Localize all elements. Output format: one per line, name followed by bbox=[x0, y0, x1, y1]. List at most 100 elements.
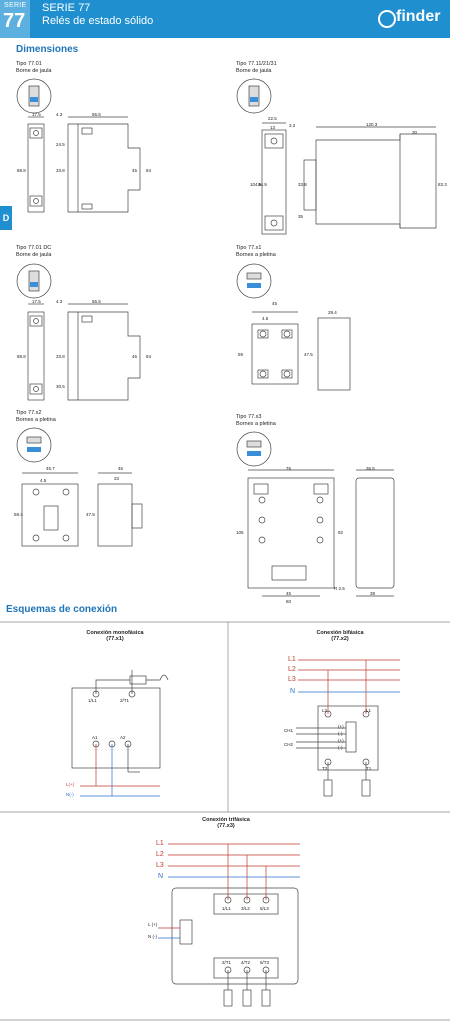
dim-text: 29.4 bbox=[328, 310, 337, 315]
block-type: Tipo 77.11/21/31 bbox=[236, 61, 277, 67]
dim-text: 45.7 bbox=[46, 466, 55, 471]
dim-text: R 2.5 bbox=[334, 586, 345, 591]
dim-text: 33 bbox=[114, 476, 120, 481]
term-label: 6/T3 bbox=[260, 960, 270, 965]
dim-text: 84 bbox=[146, 354, 152, 359]
conn-sub-text: (77.x2) bbox=[331, 636, 349, 642]
conn-title-text: Conexión monofásica bbox=[86, 630, 144, 636]
block-label-77-x3: Tipo 77.x3 Bornes a pletina bbox=[236, 414, 276, 428]
pol-label: (-) bbox=[338, 731, 343, 736]
dim-text: 94.9 bbox=[258, 182, 267, 187]
nminus-label: N(-) bbox=[66, 792, 74, 797]
dim-text: 30 bbox=[412, 130, 418, 135]
dim-text: 45 bbox=[286, 591, 292, 596]
block-label-77-x1: Tipo 77.x1 Bornes a pletina bbox=[236, 245, 276, 259]
term-label: T2 bbox=[322, 766, 328, 771]
terminal-icon-4 bbox=[236, 263, 272, 299]
line-l2: L2 bbox=[288, 666, 296, 673]
dim-text: 47.5 bbox=[304, 352, 313, 357]
terminal-icon-5 bbox=[16, 427, 52, 463]
dim-text: 13 bbox=[270, 125, 276, 130]
term-label: A1 bbox=[92, 735, 98, 740]
term-label: 2/T1 bbox=[120, 698, 130, 703]
dim-text: 4.3 bbox=[56, 299, 63, 304]
term-label: 1/L1 bbox=[222, 906, 231, 911]
dim-text: 4.5 bbox=[40, 478, 47, 483]
dim-text: 33.8 bbox=[56, 168, 65, 173]
dim-text: 120.3 bbox=[366, 122, 378, 127]
term-label: 1/L1 bbox=[88, 698, 97, 703]
line-n: N bbox=[290, 688, 296, 695]
terminal-icon-2 bbox=[236, 78, 272, 114]
wiring-title: Esquemas de conexión bbox=[6, 604, 118, 615]
dim-text: 35 bbox=[298, 214, 304, 219]
dim-text: 17.5 bbox=[32, 112, 41, 117]
conn-sub-text: (77.x1) bbox=[106, 636, 124, 642]
conn-title-text: Conexión trifásica bbox=[202, 817, 250, 823]
block-term: Borne de jaula bbox=[236, 68, 272, 74]
dim-text: 3.2 bbox=[289, 123, 296, 128]
dim-text: 46 bbox=[118, 466, 124, 471]
nminus-label: N (-) bbox=[148, 934, 157, 939]
dim-text: 45 bbox=[132, 354, 138, 359]
header-subtitle: Relés de estado sólido bbox=[42, 15, 154, 27]
finder-logo: finder bbox=[396, 8, 441, 25]
mono-title: Conexión monofásica (77.x1) bbox=[60, 630, 170, 642]
block-type: Tipo 77.01 DC bbox=[16, 245, 52, 251]
dim-text: 30.5 bbox=[56, 384, 65, 389]
terminal-icon-6 bbox=[236, 431, 272, 467]
block-type: Tipo 77.01 bbox=[16, 61, 42, 67]
page-header: SERIE 77 SERIE 77 Relés de estado sólido… bbox=[0, 0, 450, 38]
term-label: 3/L2 bbox=[241, 906, 250, 911]
dim-text: 56.5 bbox=[92, 112, 101, 117]
line-l3: L3 bbox=[156, 862, 164, 869]
block-term: Bornes a pletina bbox=[16, 417, 56, 423]
block-term: Bornes a pletina bbox=[236, 252, 276, 258]
finder-logo-icon bbox=[378, 10, 396, 28]
pol-label: (-) bbox=[338, 745, 343, 750]
term-label: T1 bbox=[366, 766, 372, 771]
line-l1: L1 bbox=[288, 656, 296, 663]
conn-sub-text: (77.x3) bbox=[217, 823, 235, 829]
terminal-icon-1 bbox=[16, 78, 52, 114]
dim-text: 38 bbox=[370, 591, 376, 596]
line-l1: L1 bbox=[156, 840, 164, 847]
block-type: Tipo 77.x2 bbox=[16, 410, 42, 416]
dim-text: 33.8 bbox=[56, 354, 65, 359]
dim-text: 45 bbox=[132, 168, 138, 173]
term-label: 5/L3 bbox=[260, 906, 269, 911]
serie-number: 77 bbox=[3, 10, 26, 32]
serie-badge: SERIE 77 bbox=[0, 0, 30, 38]
lplus-label: L (+) bbox=[148, 922, 158, 927]
pol-label: (+) bbox=[338, 738, 344, 743]
pol-label: (+) bbox=[338, 724, 344, 729]
dim-text: 60 bbox=[286, 599, 292, 604]
dim-text: 84 bbox=[146, 168, 152, 173]
dim-text: 24.5 bbox=[56, 142, 65, 147]
conn-title-text: Conexión bifásica bbox=[316, 630, 364, 636]
term-label: A2 bbox=[120, 735, 126, 740]
dim-text: 92 bbox=[338, 530, 344, 535]
dim-text: 4.3 bbox=[56, 112, 63, 117]
term-label: L2 bbox=[322, 708, 328, 713]
line-n: N bbox=[158, 873, 164, 880]
block-term: Borne de jaula bbox=[16, 68, 52, 74]
dim-text: 45 bbox=[272, 301, 278, 306]
dimensions-title: Dimensiones bbox=[16, 44, 79, 55]
term-label: L1 bbox=[366, 708, 372, 713]
term-label: 2/T1 bbox=[222, 960, 232, 965]
line-l2: L2 bbox=[156, 851, 164, 858]
block-label-77-01: Tipo 77.01 Borne de jaula bbox=[16, 61, 51, 75]
dim-text: 47.5 bbox=[86, 512, 95, 517]
block-term: Bornes a pletina bbox=[236, 421, 276, 427]
lplus-label: L(+) bbox=[66, 782, 75, 787]
dim-text: 22.5 bbox=[268, 116, 277, 121]
dim-text: 33.8 bbox=[298, 182, 307, 187]
block-label-77-11: Tipo 77.11/21/31 Borne de jaula bbox=[236, 61, 277, 75]
dim-text: 88.8 bbox=[17, 354, 26, 359]
block-label-77-01-dc: Tipo 77.01 DC Borne de jaula bbox=[16, 245, 51, 259]
bi-title: Conexión bifásica (77.x2) bbox=[290, 630, 390, 642]
dim-text: 56.5 bbox=[92, 299, 101, 304]
block-type: Tipo 77.x1 bbox=[236, 245, 262, 251]
